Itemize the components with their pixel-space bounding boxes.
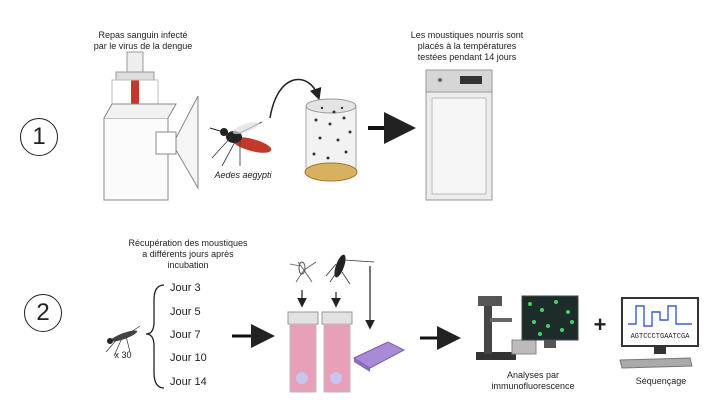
sample-tube-2	[321, 311, 353, 393]
plus-sign: +	[593, 312, 607, 337]
day-brace	[145, 284, 165, 389]
incubation-label: Les moustiques nourris sont placés à la …	[410, 30, 524, 62]
sequencing-monitor-icon	[619, 297, 699, 369]
microscope-icon	[476, 296, 537, 360]
mosquito-count-label: x 30	[114, 350, 132, 360]
collection-label: Récupération des moustiques a différents…	[128, 238, 248, 270]
day-10: Jour 10	[170, 352, 207, 364]
sample-tube-1	[287, 311, 319, 393]
blood-meal-label: Repas sanguin infecté par le virus de la…	[93, 30, 193, 51]
day-7: Jour 7	[170, 329, 201, 341]
well-plate-icon	[352, 341, 406, 372]
incubator-icon	[425, 69, 493, 201]
step-2-circle: 2	[24, 294, 62, 332]
dna-sequence-text: AGTCCCTGAATCGA	[631, 333, 691, 341]
fluorescence-monitor-icon	[521, 295, 579, 348]
mosquito-species-label: Aedes aegypti	[214, 170, 272, 180]
sequencing-label: Séquençage	[635, 376, 687, 386]
immunofluorescence-label: Analyses par immunofluorescence	[491, 370, 575, 391]
mosquito-dark-icon	[325, 254, 375, 285]
day-14: Jour 14	[170, 376, 207, 388]
day-5: Jour 5	[170, 306, 201, 318]
step-1-circle: 1	[20, 118, 58, 156]
feeding-apparatus	[103, 51, 199, 201]
mosquito-cup	[304, 98, 358, 182]
day-3: Jour 3	[170, 282, 201, 294]
aedes-mosquito-icon	[209, 121, 272, 167]
mosquito-batch-icon	[105, 325, 141, 357]
mosquito-outline-icon	[289, 261, 317, 283]
